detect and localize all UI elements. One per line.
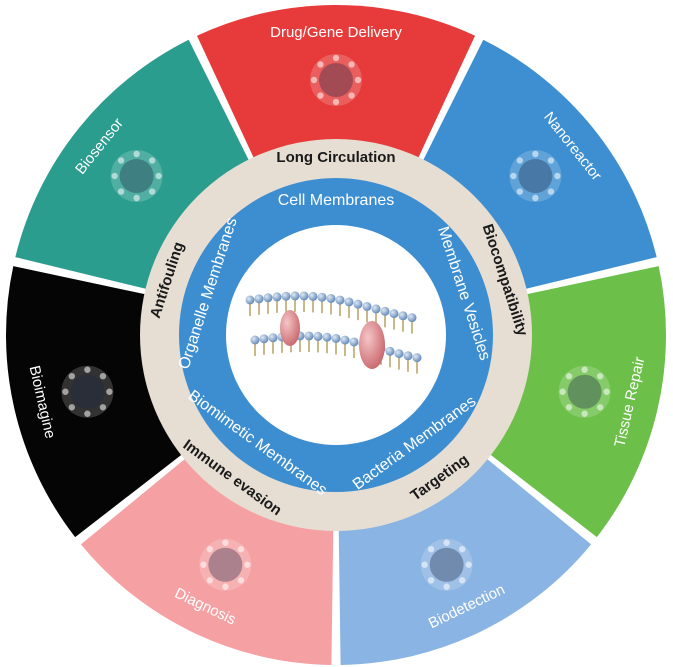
- nanoreactor-illustration: [509, 150, 562, 203]
- diagnosis-illustration: [199, 538, 252, 591]
- membrane-protein: [359, 321, 385, 369]
- biosensor-illustration: [110, 150, 163, 203]
- membrane-protein: [280, 310, 300, 346]
- property-label-long-circulation: Long Circulation: [276, 149, 395, 166]
- membrane-bilayer-illustration: [245, 291, 422, 374]
- biodetection-illustration: [420, 538, 473, 591]
- drug-gene-delivery-illustration: [310, 54, 362, 106]
- segment-bioimagine: [6, 266, 185, 538]
- segment-illustrations: [61, 54, 611, 591]
- segment-tissue-repair: [487, 266, 666, 538]
- segment-label-drug-gene-delivery: Drug/Gene Delivery: [270, 24, 402, 41]
- tissue-repair-illustration: [558, 365, 611, 418]
- segment-drug-gene-delivery: [196, 5, 476, 161]
- membrane-label-cell-membranes: Cell Membranes: [278, 192, 394, 209]
- bioimagine-illustration: [61, 365, 114, 418]
